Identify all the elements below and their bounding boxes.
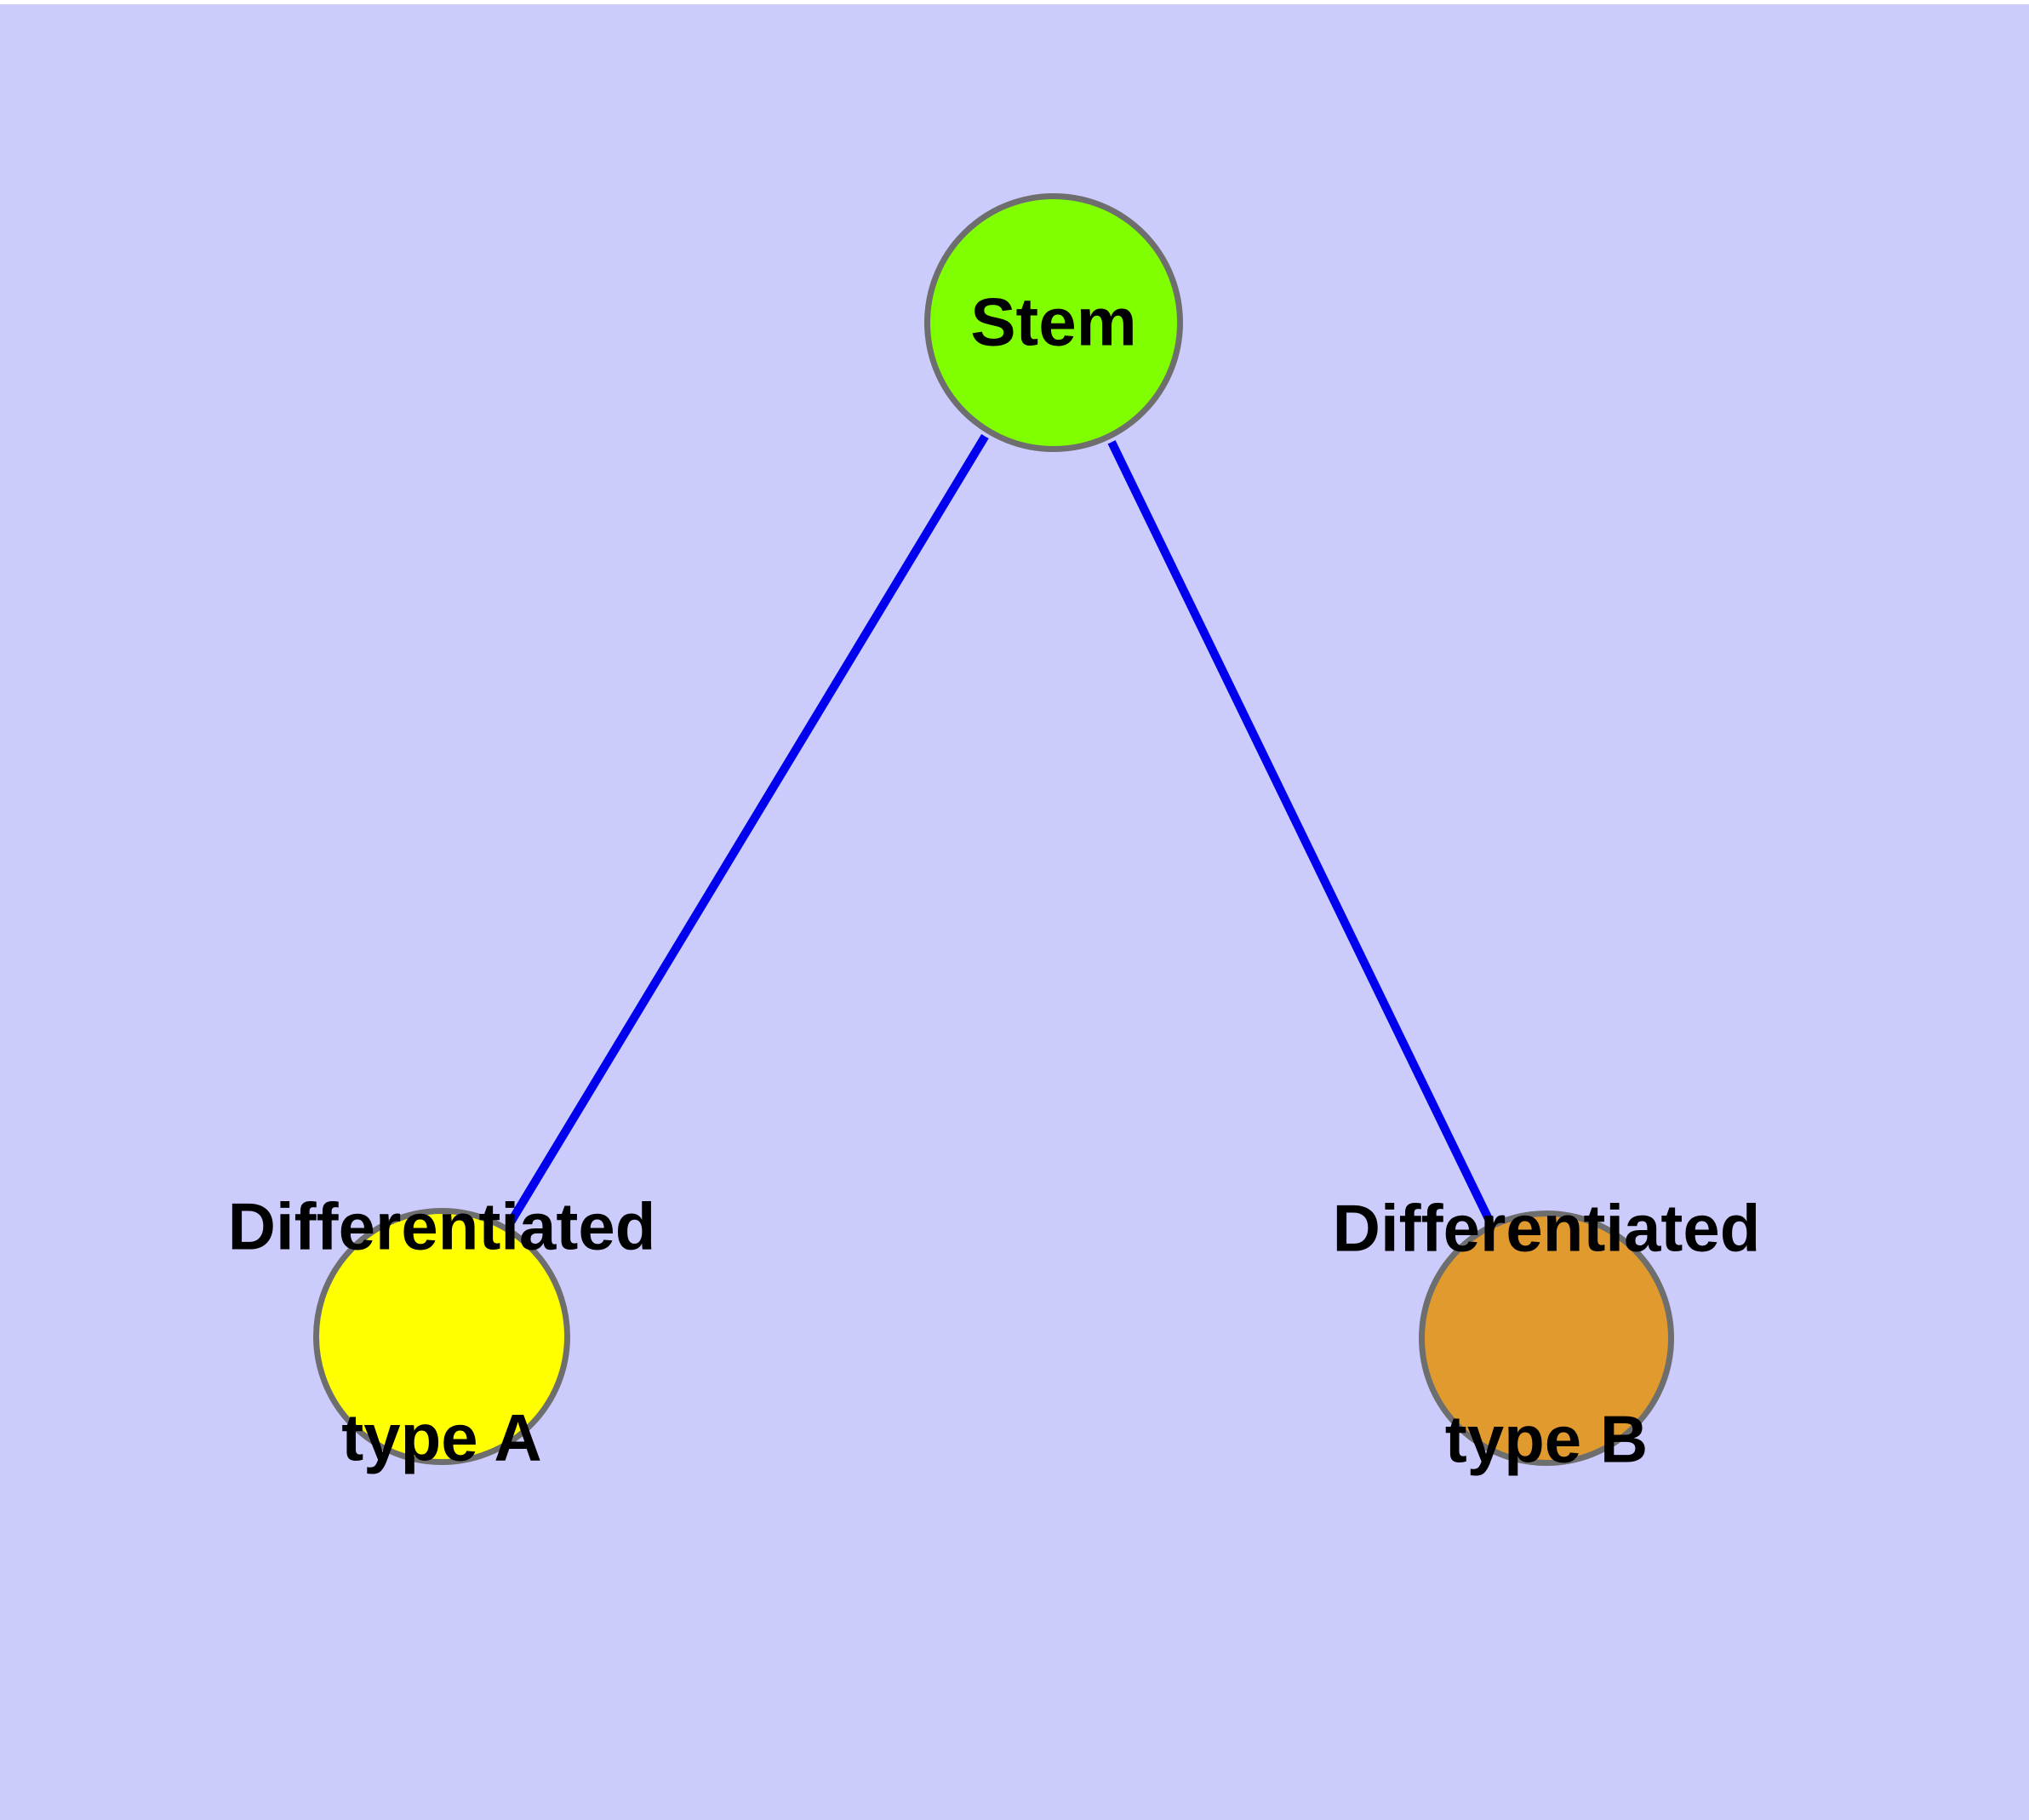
node-layer: [313, 193, 1674, 1466]
node-stem[interactable]: [924, 193, 1183, 452]
edge-stem-to-differentiated-type-b: [1049, 320, 1551, 1341]
edge-layer: [437, 320, 1551, 1341]
node-differentiated-type-b[interactable]: [1419, 1210, 1674, 1466]
graph-svg: [313, 193, 1674, 1466]
node-differentiated-type-a[interactable]: [313, 1208, 570, 1465]
diagram-background: Stem Differentiated type A Differentiate…: [0, 4, 2029, 1820]
edge-stem-to-differentiated-type-a: [437, 320, 1058, 1339]
